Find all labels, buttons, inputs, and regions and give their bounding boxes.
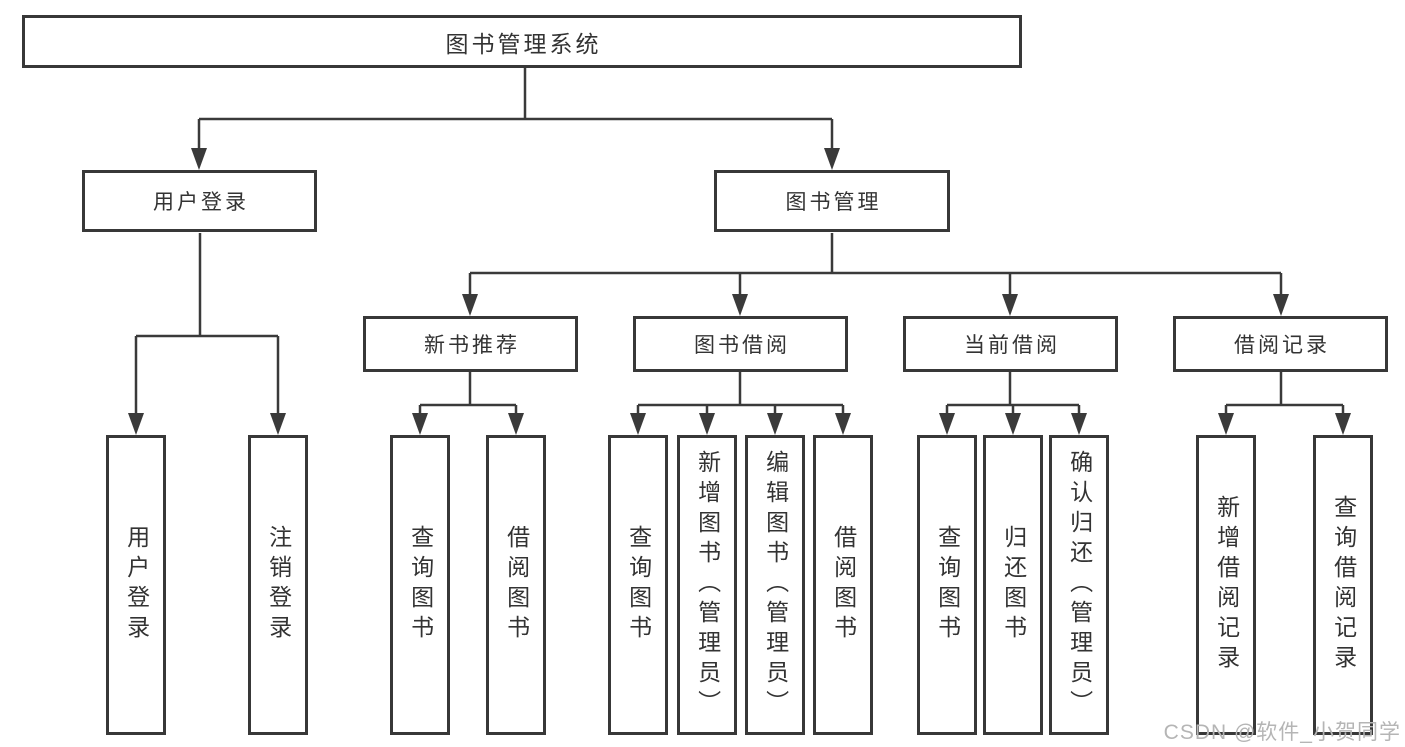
node-label: 图书管理 [785,191,882,214]
leaf-label: 借阅图书 [830,525,857,645]
leaf-label: 借阅图书 [503,525,530,645]
csdn-watermark: CSDN @软件_小贺同学 [1163,721,1401,744]
leaf-query-books-borrow: 查询图书 [608,435,668,735]
node-current-borrowing: 当前借阅 [903,316,1118,372]
node-label: 新书推荐 [424,334,520,357]
node-book-borrowing: 图书借阅 [633,316,848,372]
leaf-query-books-current: 查询图书 [917,435,977,735]
leaf-label: 归还图书 [1000,525,1027,645]
leaf-label: 用户登录 [123,525,150,645]
leaf-confirm-return-admin: 确认归还（管理员） [1049,435,1109,735]
leaf-borrow-books-recommend: 借阅图书 [486,435,546,735]
node-borrowing-records: 借阅记录 [1173,316,1388,372]
leaf-query-books-recommend: 查询图书 [390,435,450,735]
node-label: 借阅记录 [1234,334,1330,357]
leaf-label: 确认归还（管理员） [1066,450,1093,720]
leaf-label: 查询图书 [934,525,961,645]
leaf-add-borrow-record: 新增借阅记录 [1196,435,1256,735]
leaf-borrow-books: 借阅图书 [813,435,873,735]
leaf-label: 查询借阅记录 [1330,495,1357,675]
node-label: 图书借阅 [694,334,790,357]
leaf-label: 注销登录 [265,525,292,645]
leaf-label: 编辑图书（管理员） [762,450,789,720]
node-library-management-system: 图书管理系统 [22,15,1022,68]
leaf-label: 新增借阅记录 [1213,495,1240,675]
leaf-label: 查询图书 [407,525,434,645]
leaf-return-books: 归还图书 [983,435,1043,735]
node-label: 用户登录 [153,191,249,214]
leaf-query-borrow-record: 查询借阅记录 [1313,435,1373,735]
node-user-login: 用户登录 [82,170,317,232]
leaf-user-login: 用户登录 [106,435,166,735]
node-book-management: 图书管理 [714,170,950,232]
node-new-book-recommendation: 新书推荐 [363,316,578,372]
leaf-edit-books-admin: 编辑图书（管理员） [745,435,805,735]
leaf-logout: 注销登录 [248,435,308,735]
node-label: 图书管理系统 [445,30,602,57]
leaf-add-books-admin: 新增图书（管理员） [677,435,737,735]
leaf-label: 新增图书（管理员） [694,450,721,720]
leaf-label: 查询图书 [625,525,652,645]
node-label: 当前借阅 [964,334,1060,357]
